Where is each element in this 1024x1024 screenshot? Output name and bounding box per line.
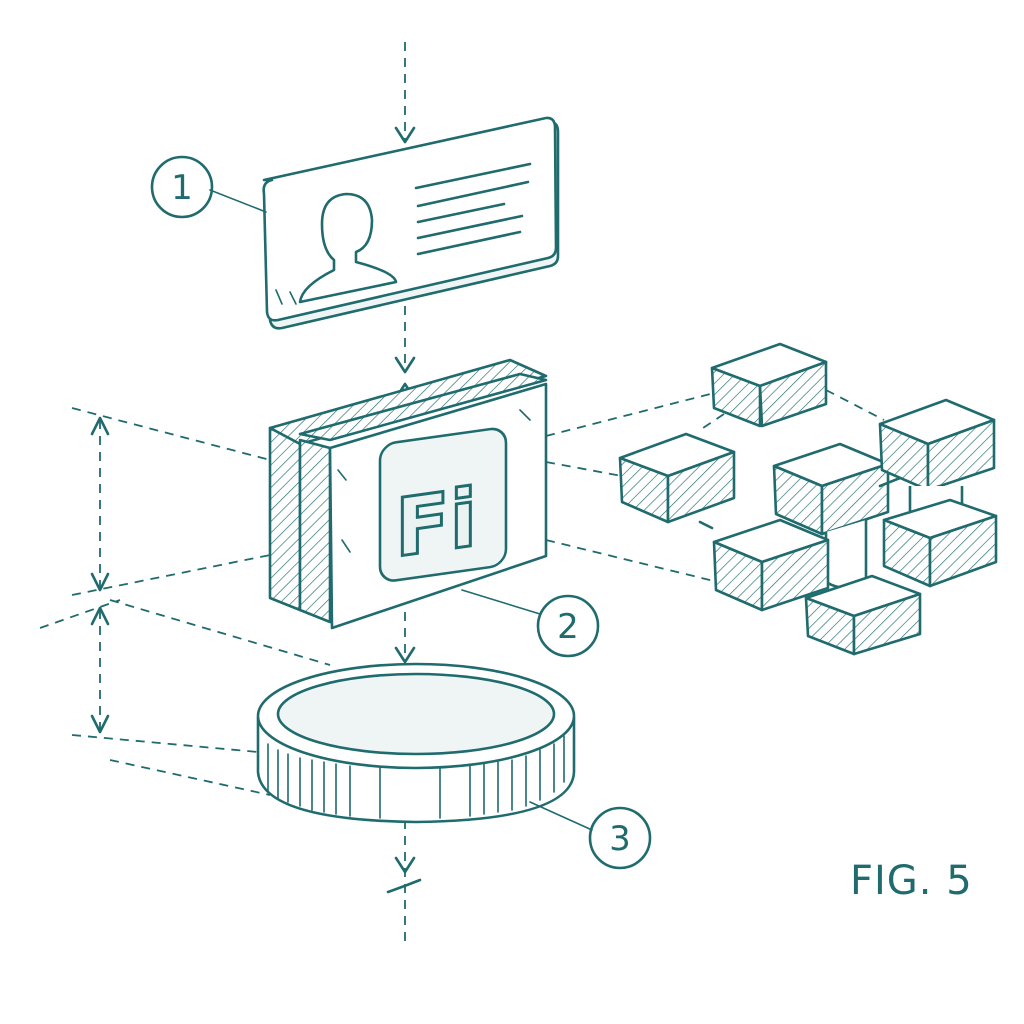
fi-logo-text: Fi [395,470,477,575]
network-block [618,432,736,524]
network-block [712,518,830,612]
network-block [804,574,922,656]
arrow-down-icon [394,356,416,374]
arrow-down-icon [394,646,416,664]
network-connectors [545,389,885,583]
user-silhouette-icon [298,192,398,304]
callout-2-label: 2 [557,607,579,647]
figure-label: FIG. 5 [850,858,973,904]
callout-1: 1 [150,155,267,219]
arrow-down-icon [394,856,416,874]
dimension-lines [39,407,331,796]
arrow-down-icon [394,126,416,144]
callout-2: 2 [461,589,600,658]
network-block [878,398,996,492]
block-network [618,342,998,656]
fi-module: Fi [268,358,548,630]
callout-1-label: 1 [171,168,193,208]
callout-3-label: 3 [609,819,631,859]
callout-3: 3 [529,801,652,870]
network-block [710,342,828,428]
coin [256,662,576,824]
id-card [262,116,560,330]
network-block [882,498,998,588]
fi-logo-badge [378,427,508,582]
network-block [772,442,890,536]
